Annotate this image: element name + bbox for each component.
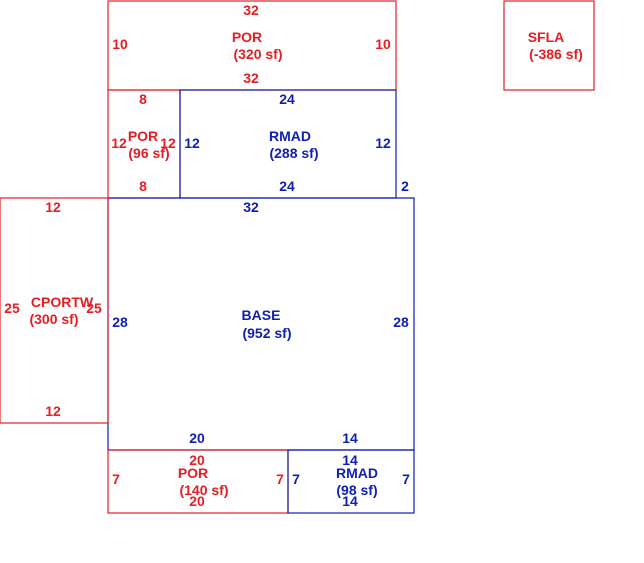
por-bottom-dim-left: 7 — [112, 471, 120, 487]
por-top-dim-bottom: 32 — [243, 70, 259, 86]
por-bottom-name: POR — [178, 465, 208, 481]
rmad-bottom-dim-top: 14 — [342, 452, 358, 468]
por-top-dim-left: 10 — [112, 36, 128, 52]
rmad-bottom-outline — [287, 449, 415, 514]
cportw-dim-right: 25 — [86, 300, 102, 316]
rmad-top-dim-right: 12 — [375, 135, 391, 151]
cportw-dim-top: 12 — [45, 199, 61, 215]
cportw-outline — [0, 197, 109, 424]
por-small-area: (96 sf) — [128, 145, 169, 161]
rmad-bottom-name: RMAD — [336, 465, 378, 481]
area-cportw[interactable]: 12 12 25 25 CPORTW (300 sf) — [0, 197, 109, 424]
area-por-bottom[interactable]: 20 20 7 7 POR (140 sf) — [107, 449, 289, 514]
area-por-small[interactable]: 8 8 12 12 POR (96 sf) — [107, 89, 181, 199]
area-base[interactable]: 2 32 28 28 20 14 BASE (952 sf) — [107, 178, 415, 451]
por-bottom-area: (140 sf) — [179, 482, 228, 498]
por-small-dim-left: 12 — [111, 135, 127, 151]
base-dim-bottom-left: 20 — [189, 430, 205, 446]
por-top-area: (320 sf) — [233, 46, 282, 62]
por-top-dim-right: 10 — [375, 36, 391, 52]
rmad-bottom-dim-right: 7 — [402, 471, 410, 487]
base-area: (952 sf) — [242, 325, 291, 341]
base-name: BASE — [242, 307, 281, 323]
area-rmad-bottom[interactable]: 14 14 7 7 RMAD (98 sf) — [287, 449, 415, 514]
por-top-dim-top: 32 — [243, 2, 259, 18]
rmad-top-dim-bottom: 24 — [279, 178, 295, 194]
por-bottom-dim-bottom: 20 — [189, 493, 205, 509]
por-small-dim-top: 8 — [139, 91, 147, 107]
base-dim-step: 2 — [401, 178, 409, 194]
base-outline — [107, 197, 415, 451]
area-por-top[interactable]: 32 32 10 10 POR (320 sf) — [107, 0, 397, 91]
por-bottom-dim-top: 20 — [189, 452, 205, 468]
rmad-top-dim-top: 24 — [279, 91, 295, 107]
base-dim-bottom-right: 14 — [342, 430, 358, 446]
cportw-dim-bottom: 12 — [45, 403, 61, 419]
sfla-area: (-386 sf) — [529, 46, 583, 62]
base-dim-left: 28 — [112, 314, 128, 330]
area-rmad-top[interactable]: 24 24 12 12 RMAD (288 sf) — [179, 89, 397, 199]
por-small-dim-right: 12 — [160, 135, 176, 151]
cportw-dim-left: 25 — [4, 300, 20, 316]
por-small-name: POR — [128, 128, 158, 144]
por-bottom-dim-right: 7 — [276, 471, 284, 487]
base-dim-right: 28 — [393, 314, 409, 330]
por-top-name: POR — [232, 29, 262, 45]
area-sfla[interactable]: SFLA (-386 sf) — [503, 0, 595, 91]
rmad-bottom-dim-bottom: 14 — [342, 493, 358, 509]
base-dim-top: 32 — [243, 199, 259, 215]
sfla-name: SFLA — [528, 29, 565, 45]
rmad-top-area: (288 sf) — [269, 145, 318, 161]
rmad-top-name: RMAD — [269, 128, 311, 144]
rmad-top-dim-left: 12 — [184, 135, 200, 151]
sfla-outline — [503, 0, 595, 91]
por-small-dim-bottom: 8 — [139, 178, 147, 194]
rmad-bottom-dim-left: 7 — [292, 471, 300, 487]
cportw-name: CPORTW — [31, 294, 94, 310]
cportw-area: (300 sf) — [29, 311, 78, 327]
rmad-bottom-area: (98 sf) — [336, 482, 377, 498]
